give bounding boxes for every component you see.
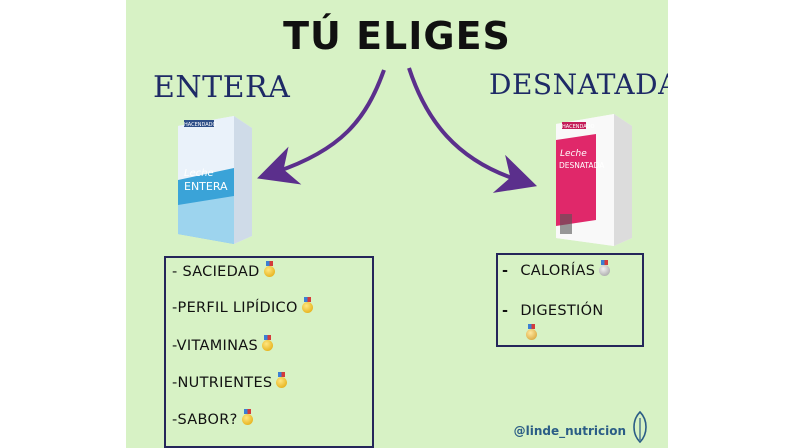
entera-benefit-item: -VITAMINAS [172,335,273,354]
benefit-label: -SABOR? [172,412,238,428]
benefit-dash: - [502,263,509,279]
desnatada-carton-icon [556,114,632,246]
entera-benefit-item: -PERFIL LIPÍDICO [172,297,313,316]
gold-medal-icon [301,297,313,313]
entera-benefits-box: - SACIEDAD -PERFIL LIPÍDICO -VITAMINAS -… [164,256,374,448]
gold-medal-icon [241,409,253,425]
entera-heading: ENTERA [153,70,291,105]
desnatada-benefit-item: -DIGESTIÓN [502,303,603,319]
entera-carton-brand: HACENDADO [184,122,217,128]
entera-benefit-item: - SACIEDAD [172,261,275,280]
desnatada-carton-line2: DESNATADA [559,161,605,170]
entera-carton-line1: Leche [184,168,214,179]
benefit-dash: - [502,303,509,319]
gold-medal-icon [276,372,288,388]
gold-medal-icon [262,335,273,351]
desnatada-benefits-box: -CALORÍAS -DIGESTIÓN [496,253,644,347]
entera-carton-icon [178,116,252,244]
desnatada-heading: DESNATADA [489,68,668,101]
illustration-layer: HACENDADO Leche ENTERA HACENDADO Leche D… [178,67,647,444]
left-margin [0,0,126,448]
desnatada-benefit-item: -CALORÍAS [502,260,611,279]
benefit-label: -NUTRIENTES [172,375,273,391]
desnatada-carton-brand: HACENDADO [562,124,595,130]
benefit-label: -VITAMINAS [172,338,258,354]
gold-medal-icon [263,261,275,277]
right-arrow-icon [407,67,538,193]
desnatada-carton-line1: Leche [560,149,587,159]
page-title: TÚ ELIGES [283,14,511,58]
entera-benefit-item: -NUTRIENTES [172,372,288,391]
left-arrow-icon [257,69,386,185]
benefit-label: -PERFIL LIPÍDICO [172,300,298,316]
benefit-label: - SACIEDAD [172,264,260,280]
infographic: TÚ ELIGES ENTERA DESNATADA HACENDADO Lec… [126,0,668,448]
benefit-label: CALORÍAS [520,263,596,279]
logo-icon [633,410,647,444]
bronze-medal-icon [526,324,537,340]
entera-benefit-item: -SABOR? [172,409,253,428]
entera-carton-line2: ENTERA [184,180,228,193]
author-credit: @linde_nutricion [513,424,626,438]
silver-medal-icon [599,260,611,276]
benefit-label: DIGESTIÓN [520,303,604,319]
right-margin [668,0,795,448]
